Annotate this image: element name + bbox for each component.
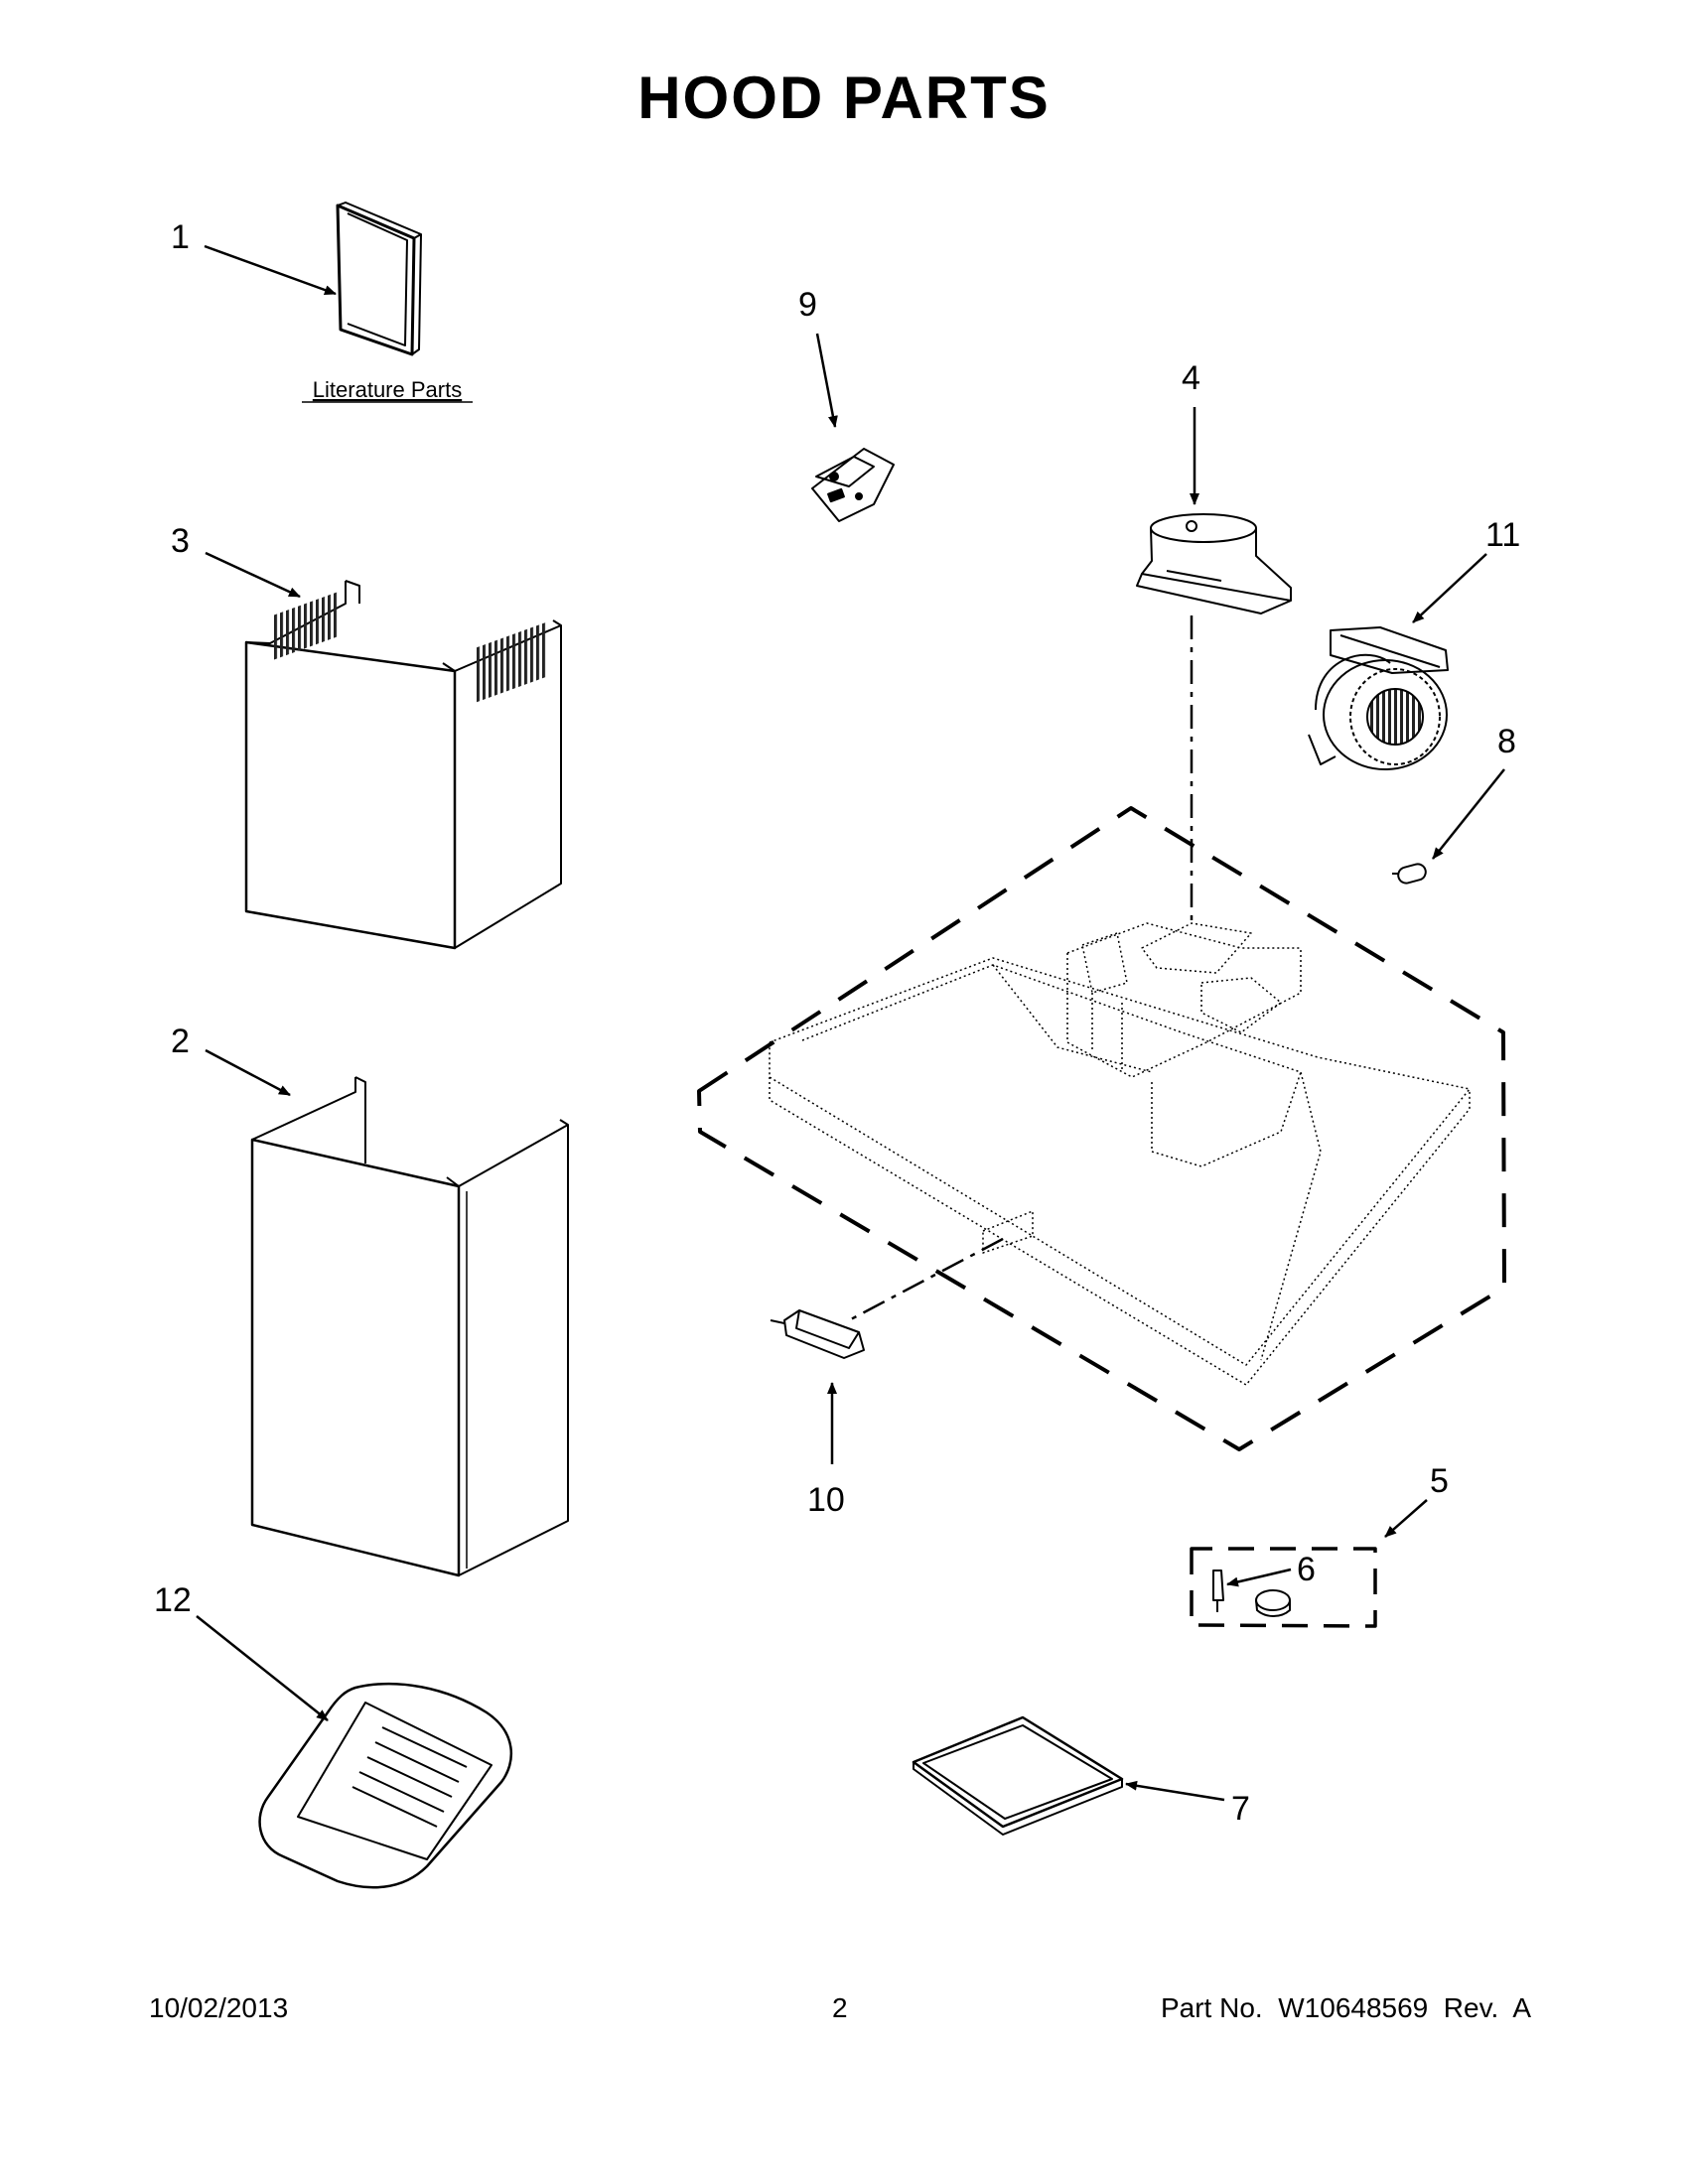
footer-part-number: Part No. W10648569 Rev. A: [1160, 1992, 1531, 2023]
page-title: HOOD PARTS: [637, 65, 1051, 131]
callout-5: 5: [1430, 1462, 1449, 1500]
part-1-literature: [336, 202, 422, 356]
part-5-light-kit: [1190, 1547, 1377, 1628]
callout-12: 12: [154, 1581, 192, 1619]
part-6-bulb: [1212, 1570, 1224, 1601]
callout-9: 9: [798, 286, 817, 324]
part-9-control-board: [811, 448, 895, 522]
part-4-damper: [1136, 513, 1292, 614]
part-2-lower-duct-cover: [250, 1076, 569, 1577]
part-12-hardware-bag: [258, 1682, 513, 1889]
part-11-blower: [1308, 626, 1449, 770]
part-7-grease-filter: [912, 1715, 1124, 1836]
callout-4: 4: [1182, 359, 1200, 397]
part-10-light-switch: [770, 1309, 865, 1359]
part-3-upper-duct-cover: [244, 580, 562, 950]
arrow-9: [815, 333, 838, 428]
callout-2: 2: [171, 1023, 190, 1060]
callout-11: 11: [1485, 516, 1520, 554]
arrow-2: [205, 1048, 291, 1097]
callout-6: 6: [1297, 1551, 1316, 1588]
assembly-boundary: [697, 806, 1506, 1451]
light-switch-assembly-line: [848, 1237, 1004, 1322]
arrow-5: [1384, 1499, 1428, 1538]
callout-10: 10: [807, 1481, 845, 1519]
footer-date: 10/02/2013: [149, 1992, 289, 2023]
arrow-6: [1226, 1568, 1292, 1587]
arrow-3: [205, 551, 301, 599]
callout-3: 3: [171, 522, 190, 560]
callout-7: 7: [1231, 1790, 1250, 1828]
arrow-7: [1125, 1780, 1225, 1802]
arrow-11: [1412, 553, 1487, 623]
literature-parts-label: Literature Parts: [313, 377, 462, 402]
arrow-8: [1432, 768, 1505, 860]
arrow-1: [204, 244, 337, 296]
callout-1: 1: [171, 218, 190, 256]
arrow-12: [196, 1615, 329, 1721]
footer-page-number: 2: [832, 1992, 848, 2023]
callout-8: 8: [1497, 723, 1516, 760]
hood-body: [769, 922, 1471, 1386]
part-8-capacitor: [1392, 863, 1427, 885]
